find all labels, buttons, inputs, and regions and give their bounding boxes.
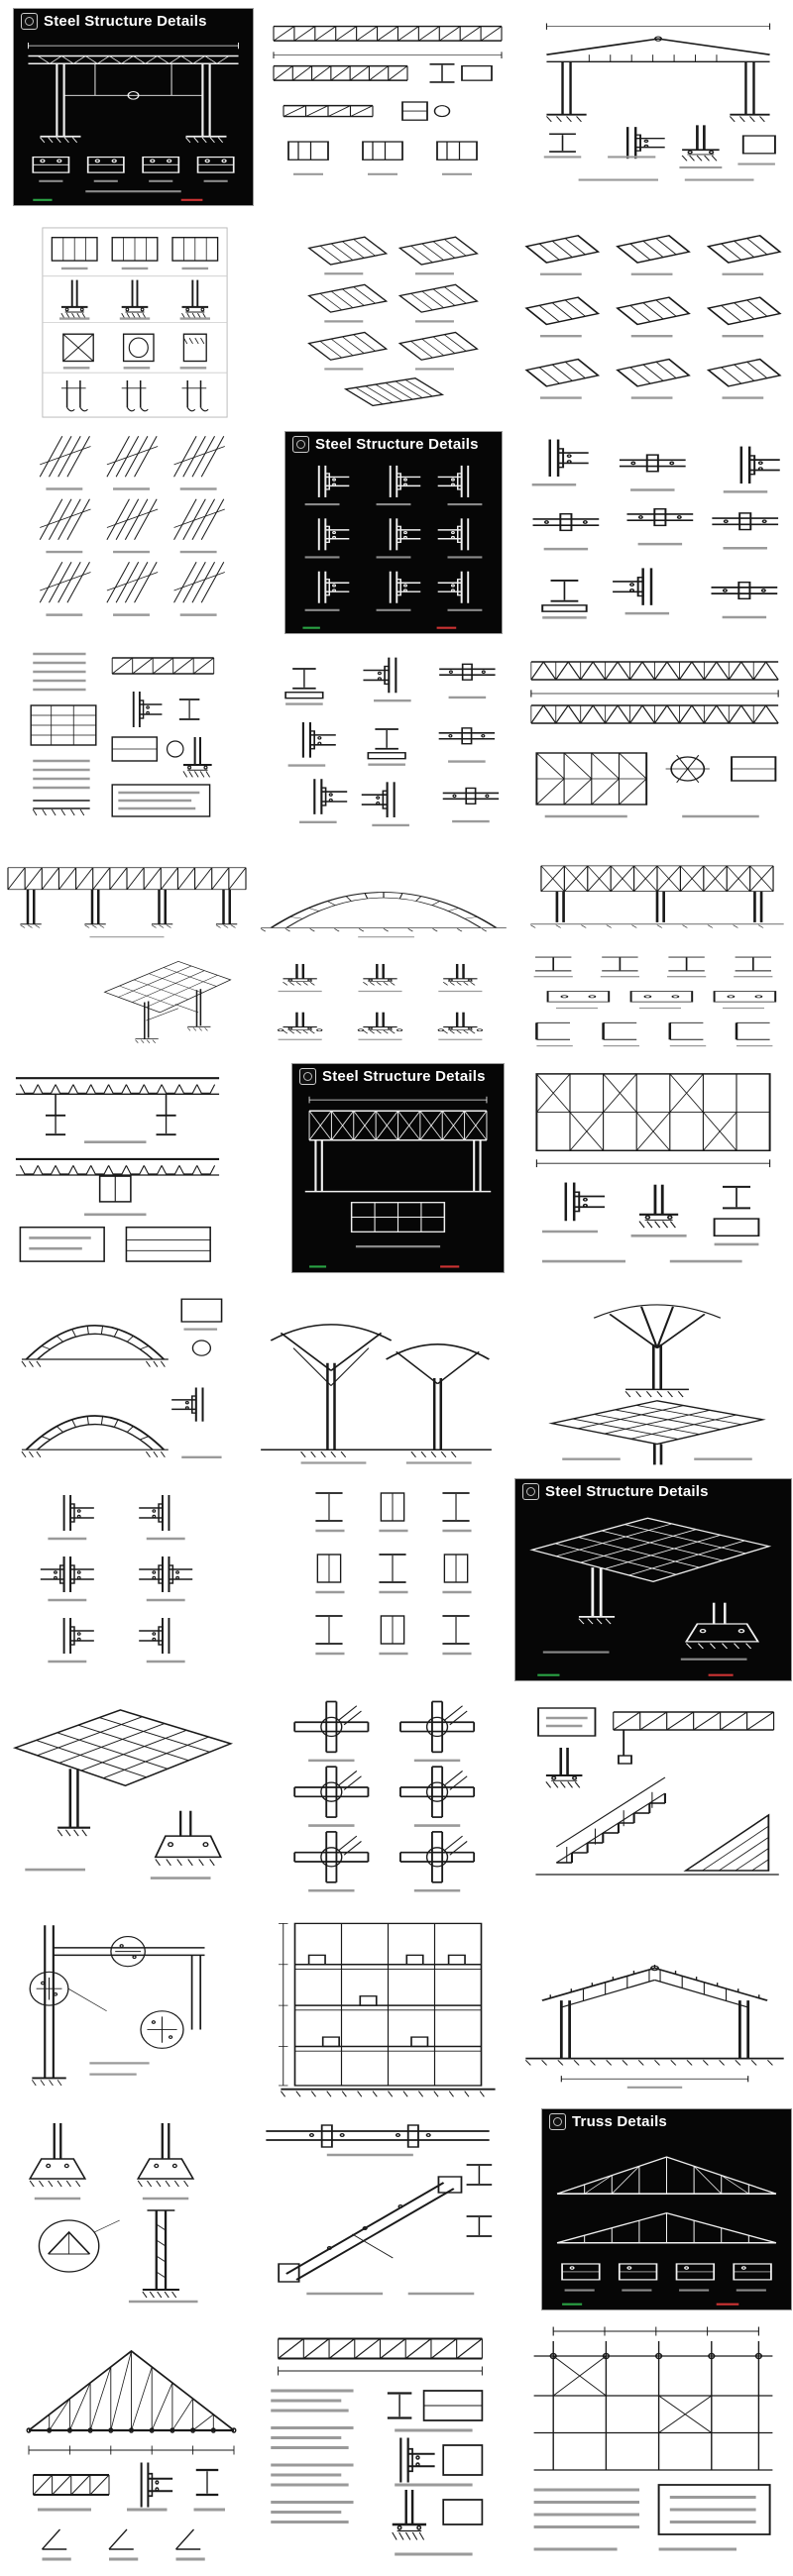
thumbnail-titlebar: Truss Details (542, 2109, 791, 2134)
thumbnail-beam-section-details[interactable] (514, 947, 792, 1052)
cad-drawing-trussElev (304, 1096, 492, 1268)
thumbnail-beam-anchor-details-grid[interactable] (41, 226, 229, 419)
thumbnail-arched-lattice-frames[interactable] (13, 1284, 235, 1472)
cad-drawing-trussPair (556, 2156, 777, 2306)
thumbnail-column-beam-joint-grid[interactable] (16, 1481, 230, 1679)
cad-drawing-connScatter (284, 657, 500, 827)
cad-drawing-umbrellas (261, 1324, 492, 1464)
cad-drawing-frameCircles (29, 1925, 205, 2087)
thumbnail-titlebar: Steel Structure Details (285, 432, 502, 457)
thumbnail-portal-frame-cross-section[interactable] (517, 1922, 792, 2093)
brand-logo-icon (522, 1483, 539, 1500)
cad-drawing-trussSheet (273, 25, 503, 175)
thumbnail-h-section-details[interactable] (296, 1481, 489, 1679)
brand-logo-icon (299, 1068, 316, 1085)
thumbnail-isometric-floor-framing[interactable] (0, 1693, 251, 1903)
thumbnail-roof-deck-panel-details[interactable] (297, 228, 491, 411)
thumbnail-member-schedule-sheet[interactable] (23, 642, 226, 840)
cad-drawing-hSections (315, 1492, 472, 1656)
thumbnail-title: Steel Structure Details (315, 436, 479, 453)
thumbnail-titlebar: Steel Structure Details (515, 1479, 791, 1504)
cad-drawing-isoPanels (524, 234, 782, 399)
cad-drawing-frame2 (543, 23, 776, 181)
thumbnail-beam-and-brace-details[interactable] (251, 2111, 505, 2309)
cad-drawing-floorDeck (15, 1077, 220, 1262)
cad-drawing-buildingSection (279, 1922, 496, 2097)
thumbnail-steel-structure-details-cover-3[interactable]: Steel Structure Details (291, 1063, 505, 1273)
thumbnail-connection-details-sheet[interactable] (515, 428, 791, 634)
cad-drawing-miscGrid (42, 227, 228, 418)
cad-drawing-detailText (30, 652, 215, 817)
thumbnail-building-cross-section[interactable] (272, 1914, 505, 2100)
thumbnail-truss-details-cover[interactable]: Truss Details (541, 2108, 792, 2310)
thumbnail-tree-column-canopy[interactable] (525, 1284, 789, 1472)
cad-drawing-runwayTruss (7, 867, 247, 938)
cad-drawing-pipeNodes (293, 1700, 476, 1892)
cad-drawing-connScatter (531, 439, 780, 619)
brand-logo-icon (292, 436, 309, 453)
thumbnail-title: Truss Details (572, 2113, 667, 2130)
thumbnail-steel-structure-details-cover-1[interactable]: Steel Structure Details (13, 8, 254, 206)
thumbnail-beam-connection-details[interactable] (272, 644, 505, 840)
cad-drawing-beamSections (533, 956, 777, 1047)
thumbnail-truss-member-details[interactable] (259, 2321, 502, 2569)
thumbnail-canopy-isometric[interactable] (89, 949, 243, 1051)
cad-drawing-isoFloor (529, 1517, 772, 1676)
cad-drawing-frame (27, 42, 240, 201)
thumbnail-titlebar: Steel Structure Details (292, 1064, 504, 1089)
cad-drawing-spaceFrame (530, 661, 779, 818)
thumbnail-pipe-node-details[interactable] (272, 1693, 502, 1903)
thumbnail-roof-truss-elevation[interactable] (20, 2321, 243, 2569)
thumbnail-space-frame-details[interactable] (517, 642, 792, 840)
cad-drawing-archFrames (21, 1298, 223, 1458)
cad-drawing-connGrid (40, 1495, 193, 1664)
cad-drawing-beamDetails (266, 2124, 493, 2296)
cad-drawing-walkway (529, 865, 784, 928)
cad-drawing-trussText (271, 2337, 484, 2556)
thumbnail-umbrella-canopy-structures[interactable] (251, 1284, 502, 1472)
thumbnail-purlin-framing-details[interactable] (30, 428, 233, 631)
thumbnail-title: Steel Structure Details (44, 13, 207, 30)
thumbnail-composite-floor-deck-details[interactable] (7, 1061, 228, 1274)
brand-logo-icon (21, 13, 38, 30)
cad-drawing-archSpan (260, 892, 507, 938)
cad-drawing-planDetails (533, 2326, 773, 2551)
cad-drawing-isoFloor (12, 1709, 234, 1879)
thumbnail-frame-callout-details[interactable] (13, 1914, 226, 2100)
cad-drawing-baseDetails (277, 963, 484, 1040)
thumbnail-crane-runway-truss[interactable] (3, 853, 251, 944)
thumbnail-arch-span-elevation[interactable] (256, 853, 511, 944)
brand-logo-icon (549, 2113, 566, 2130)
cad-drawing-footings (28, 2123, 198, 2304)
thumbnail-walkway-truss-elevation[interactable] (525, 853, 789, 944)
cad-drawing-deckPanels (307, 236, 479, 407)
thumbnail-deck-panel-isometrics[interactable] (515, 226, 791, 419)
thumbnail-truss-connection-sheet[interactable] (264, 12, 511, 192)
cad-drawing-purlins (39, 435, 225, 616)
thumbnail-steel-structure-details-cover-2[interactable]: Steel Structure Details (284, 431, 503, 634)
thumbnail-framing-plan-with-notes[interactable] (514, 2321, 792, 2569)
thumbnail-foundation-details[interactable] (0, 2111, 230, 2309)
cad-drawing-portalSection (524, 1965, 784, 2089)
thumbnail-portal-frame-sheet[interactable] (525, 16, 791, 192)
thumbnail-column-base-details[interactable] (259, 947, 502, 1052)
cad-drawing-bigTruss (26, 2349, 237, 2561)
thumbnail-stair-and-truss-details[interactable] (525, 1696, 784, 1894)
thumbnail-steel-structure-details-cover-4[interactable]: Steel Structure Details (514, 1478, 792, 1681)
thumbnail-roof-framing-plan-details[interactable] (514, 1061, 792, 1274)
thumbnail-titlebar: Steel Structure Details (14, 9, 253, 34)
cad-drawing-treeIso (548, 1304, 766, 1465)
cad-drawing-roofPlan (535, 1073, 771, 1263)
cad-drawing-stairTruss (535, 1707, 779, 1876)
thumbnail-title: Steel Structure Details (322, 1068, 486, 1085)
cad-drawing-connCluster (302, 465, 483, 629)
thumbnail-title: Steel Structure Details (545, 1483, 709, 1500)
cad-drawing-canopyIso (103, 960, 232, 1043)
